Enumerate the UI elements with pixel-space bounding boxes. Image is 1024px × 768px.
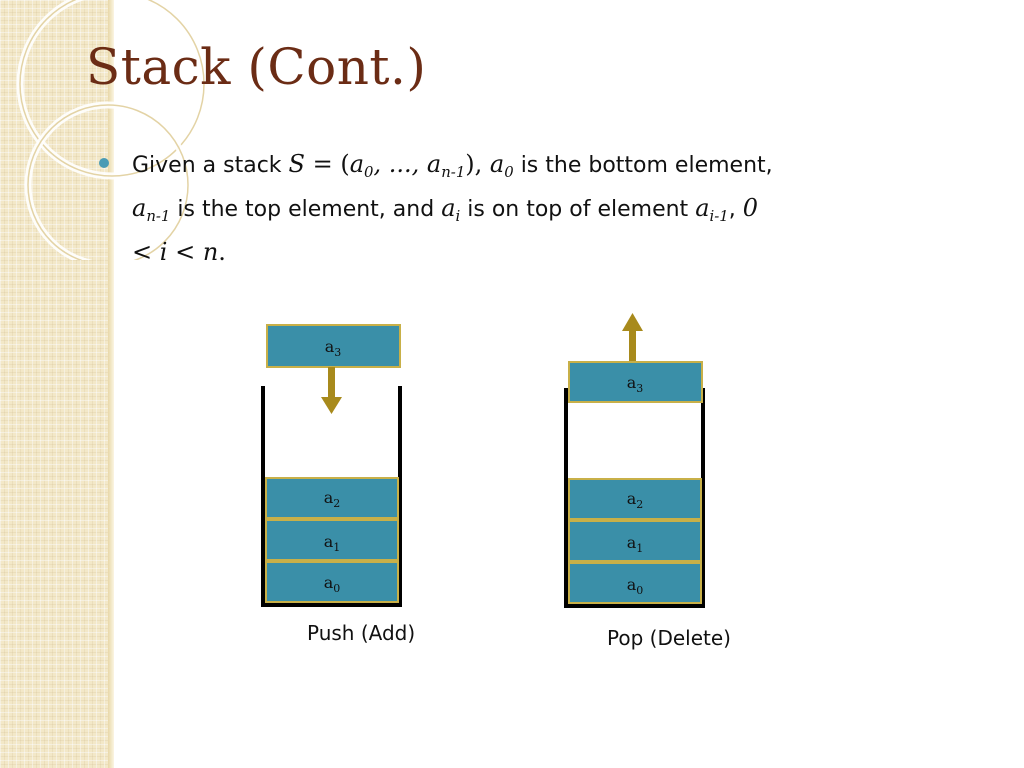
math-letter: a (132, 194, 147, 222)
block-rect (568, 520, 702, 562)
pop-block-a2: a2 (568, 478, 702, 520)
block-rect (265, 561, 399, 603)
slide-title: Stack (Cont.) (86, 38, 427, 96)
math-sub: 0 (504, 163, 514, 182)
math-ai1: ai-1 (695, 194, 729, 226)
math-lt: < (132, 238, 160, 266)
decorative-strip-edge (108, 0, 114, 768)
math-letter: a (426, 150, 442, 178)
math-an1b: an-1 (132, 194, 171, 226)
math-a0b: a0 (489, 150, 514, 182)
math-eq: = ( (304, 150, 350, 178)
pop-caption: Pop (Delete) (607, 626, 731, 650)
block-rect (266, 324, 401, 368)
block-label: a1 (627, 533, 644, 555)
math-sub: i (455, 207, 461, 226)
push-incoming-block: a3 (266, 324, 401, 368)
block-label: a0 (627, 575, 644, 597)
block-label: a3 (325, 337, 342, 359)
bullet-text: Given a stack S = (a0, ..., an-1), a0 is… (132, 143, 932, 275)
decorative-circles (16, 0, 208, 260)
math-a0: a0 (349, 150, 374, 182)
pop-block-a0: a0 (568, 562, 702, 604)
math-zero: 0 (742, 194, 759, 222)
push-block-a2: a2 (265, 477, 399, 519)
math-letter: a (349, 150, 365, 178)
text-comma: , (728, 197, 743, 222)
math-an1: an-1 (426, 150, 466, 182)
block-label: a1 (324, 532, 341, 554)
math-ai: ai (441, 194, 461, 226)
block-rect (568, 478, 702, 520)
math-letter: a (695, 194, 710, 222)
math-sub: i-1 (709, 207, 729, 226)
block-rect (568, 562, 702, 604)
block-label: a0 (324, 573, 341, 595)
block-rect (265, 477, 399, 519)
math-sub: n-1 (146, 207, 171, 226)
block-label: a3 (627, 373, 644, 395)
arrow-down-icon (321, 367, 342, 414)
pop-outgoing-block: a3 (568, 361, 703, 403)
math-letter: a (441, 194, 456, 222)
math-dot: . (218, 238, 226, 266)
math-sub: n-1 (441, 163, 466, 182)
math-n: n (202, 238, 219, 266)
block-label: a2 (627, 489, 644, 511)
block-rect (265, 519, 399, 561)
push-stack: a3 a2 a1 a0 (261, 324, 402, 607)
push-container (261, 386, 402, 607)
pop-stack: a3 a2 a1 a0 (564, 313, 705, 608)
text-ontop: is on top of element (460, 197, 696, 222)
text-top: is the top element, and (170, 197, 442, 222)
push-block-a0: a0 (265, 561, 399, 603)
math-letter: a (489, 150, 505, 178)
block-label: a2 (324, 488, 341, 510)
math-i: i (159, 238, 168, 266)
text-bottom: is the bottom element, (513, 153, 773, 178)
text-given: Given a stack (132, 153, 289, 178)
push-caption: Push (Add) (307, 621, 416, 645)
arrow-up-icon (622, 313, 643, 363)
math-lt: < (167, 238, 203, 266)
pop-block-a1: a1 (568, 520, 702, 562)
math-sub: 0 (364, 163, 374, 182)
block-rect (568, 361, 703, 403)
math-close: ), (465, 150, 490, 178)
math-ellipsis: , ..., (373, 150, 427, 178)
bullet-icon (99, 158, 109, 168)
math-s: S (288, 150, 305, 178)
push-block-a1: a1 (265, 519, 399, 561)
pop-container (564, 388, 705, 608)
